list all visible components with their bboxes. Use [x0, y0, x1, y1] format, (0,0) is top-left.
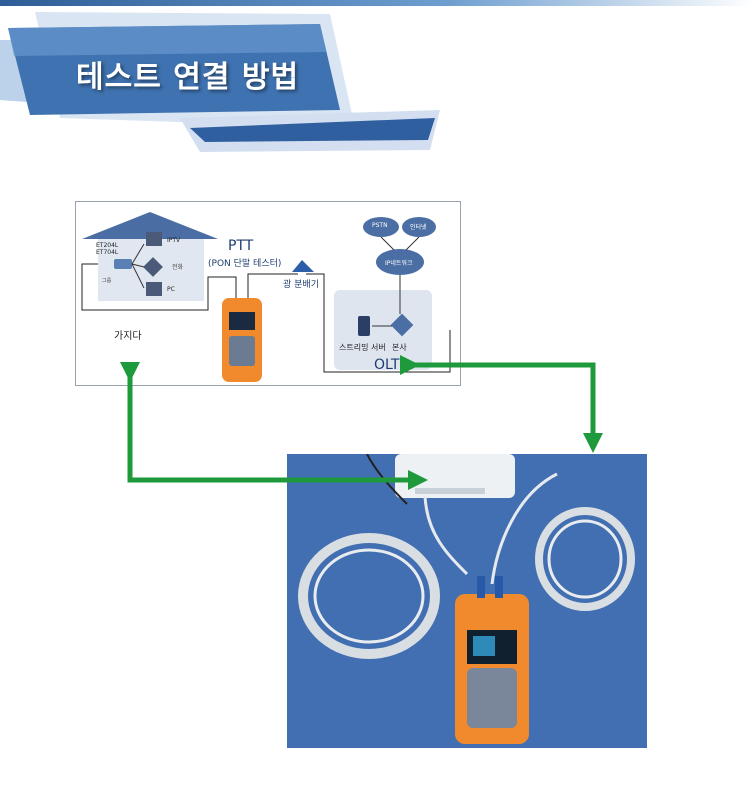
ont-model-label: ET204L ET704L: [96, 242, 119, 256]
ont-tag-label: 그룹: [102, 278, 112, 284]
drop-fiber: [81, 263, 237, 311]
pc-icon: [146, 282, 162, 296]
switch-icon: [143, 257, 163, 277]
internet-cloud: [402, 217, 436, 237]
page-title: 테스트 연결 방법: [76, 60, 300, 95]
ip-network-label: IP네트워크: [385, 260, 413, 267]
network-diagram: ET204L ET704L 그룹 IPTV 전화 PC 가지다 PTT (PON…: [75, 201, 461, 386]
ptt-sub-label: (PON 단말 테스터): [208, 259, 282, 269]
iptv-label: IPTV: [167, 237, 181, 244]
iptv-icon: [146, 232, 162, 246]
title-banner: [0, 12, 440, 152]
home-label: 가지다: [114, 331, 142, 342]
pstn-cloud: [363, 217, 399, 237]
diagram-drawing: [81, 212, 451, 382]
streaming-server-icon: [358, 316, 370, 336]
ptt-label: PTT: [228, 238, 254, 254]
internet-label: 인터넷: [410, 224, 427, 231]
ont-icon: [114, 259, 132, 269]
ptt-device-keypad: [229, 336, 255, 366]
splitter-icon: [292, 260, 314, 272]
photo-fiber-coil-right: [535, 507, 635, 611]
pstn-label: PSTN: [372, 222, 388, 229]
ptt-device-screen: [229, 312, 255, 330]
setup-photo: [287, 454, 647, 748]
ip-network-cloud: [376, 249, 424, 275]
house-roof: [82, 212, 218, 239]
pc-label: PC: [167, 286, 175, 293]
feeder-fiber: [247, 273, 298, 300]
streaming-server-label: 스트리밍 서버: [339, 343, 386, 352]
photo-fiber-coil-left: [298, 533, 440, 659]
top-accent-bar: [0, 0, 753, 6]
olt-label: OLT: [374, 357, 400, 373]
phone-label: 전화: [172, 264, 184, 271]
main-unit-label: 본사: [392, 343, 407, 352]
splitter-label: 광 분배기: [283, 280, 319, 290]
central-office-area: [334, 290, 432, 370]
